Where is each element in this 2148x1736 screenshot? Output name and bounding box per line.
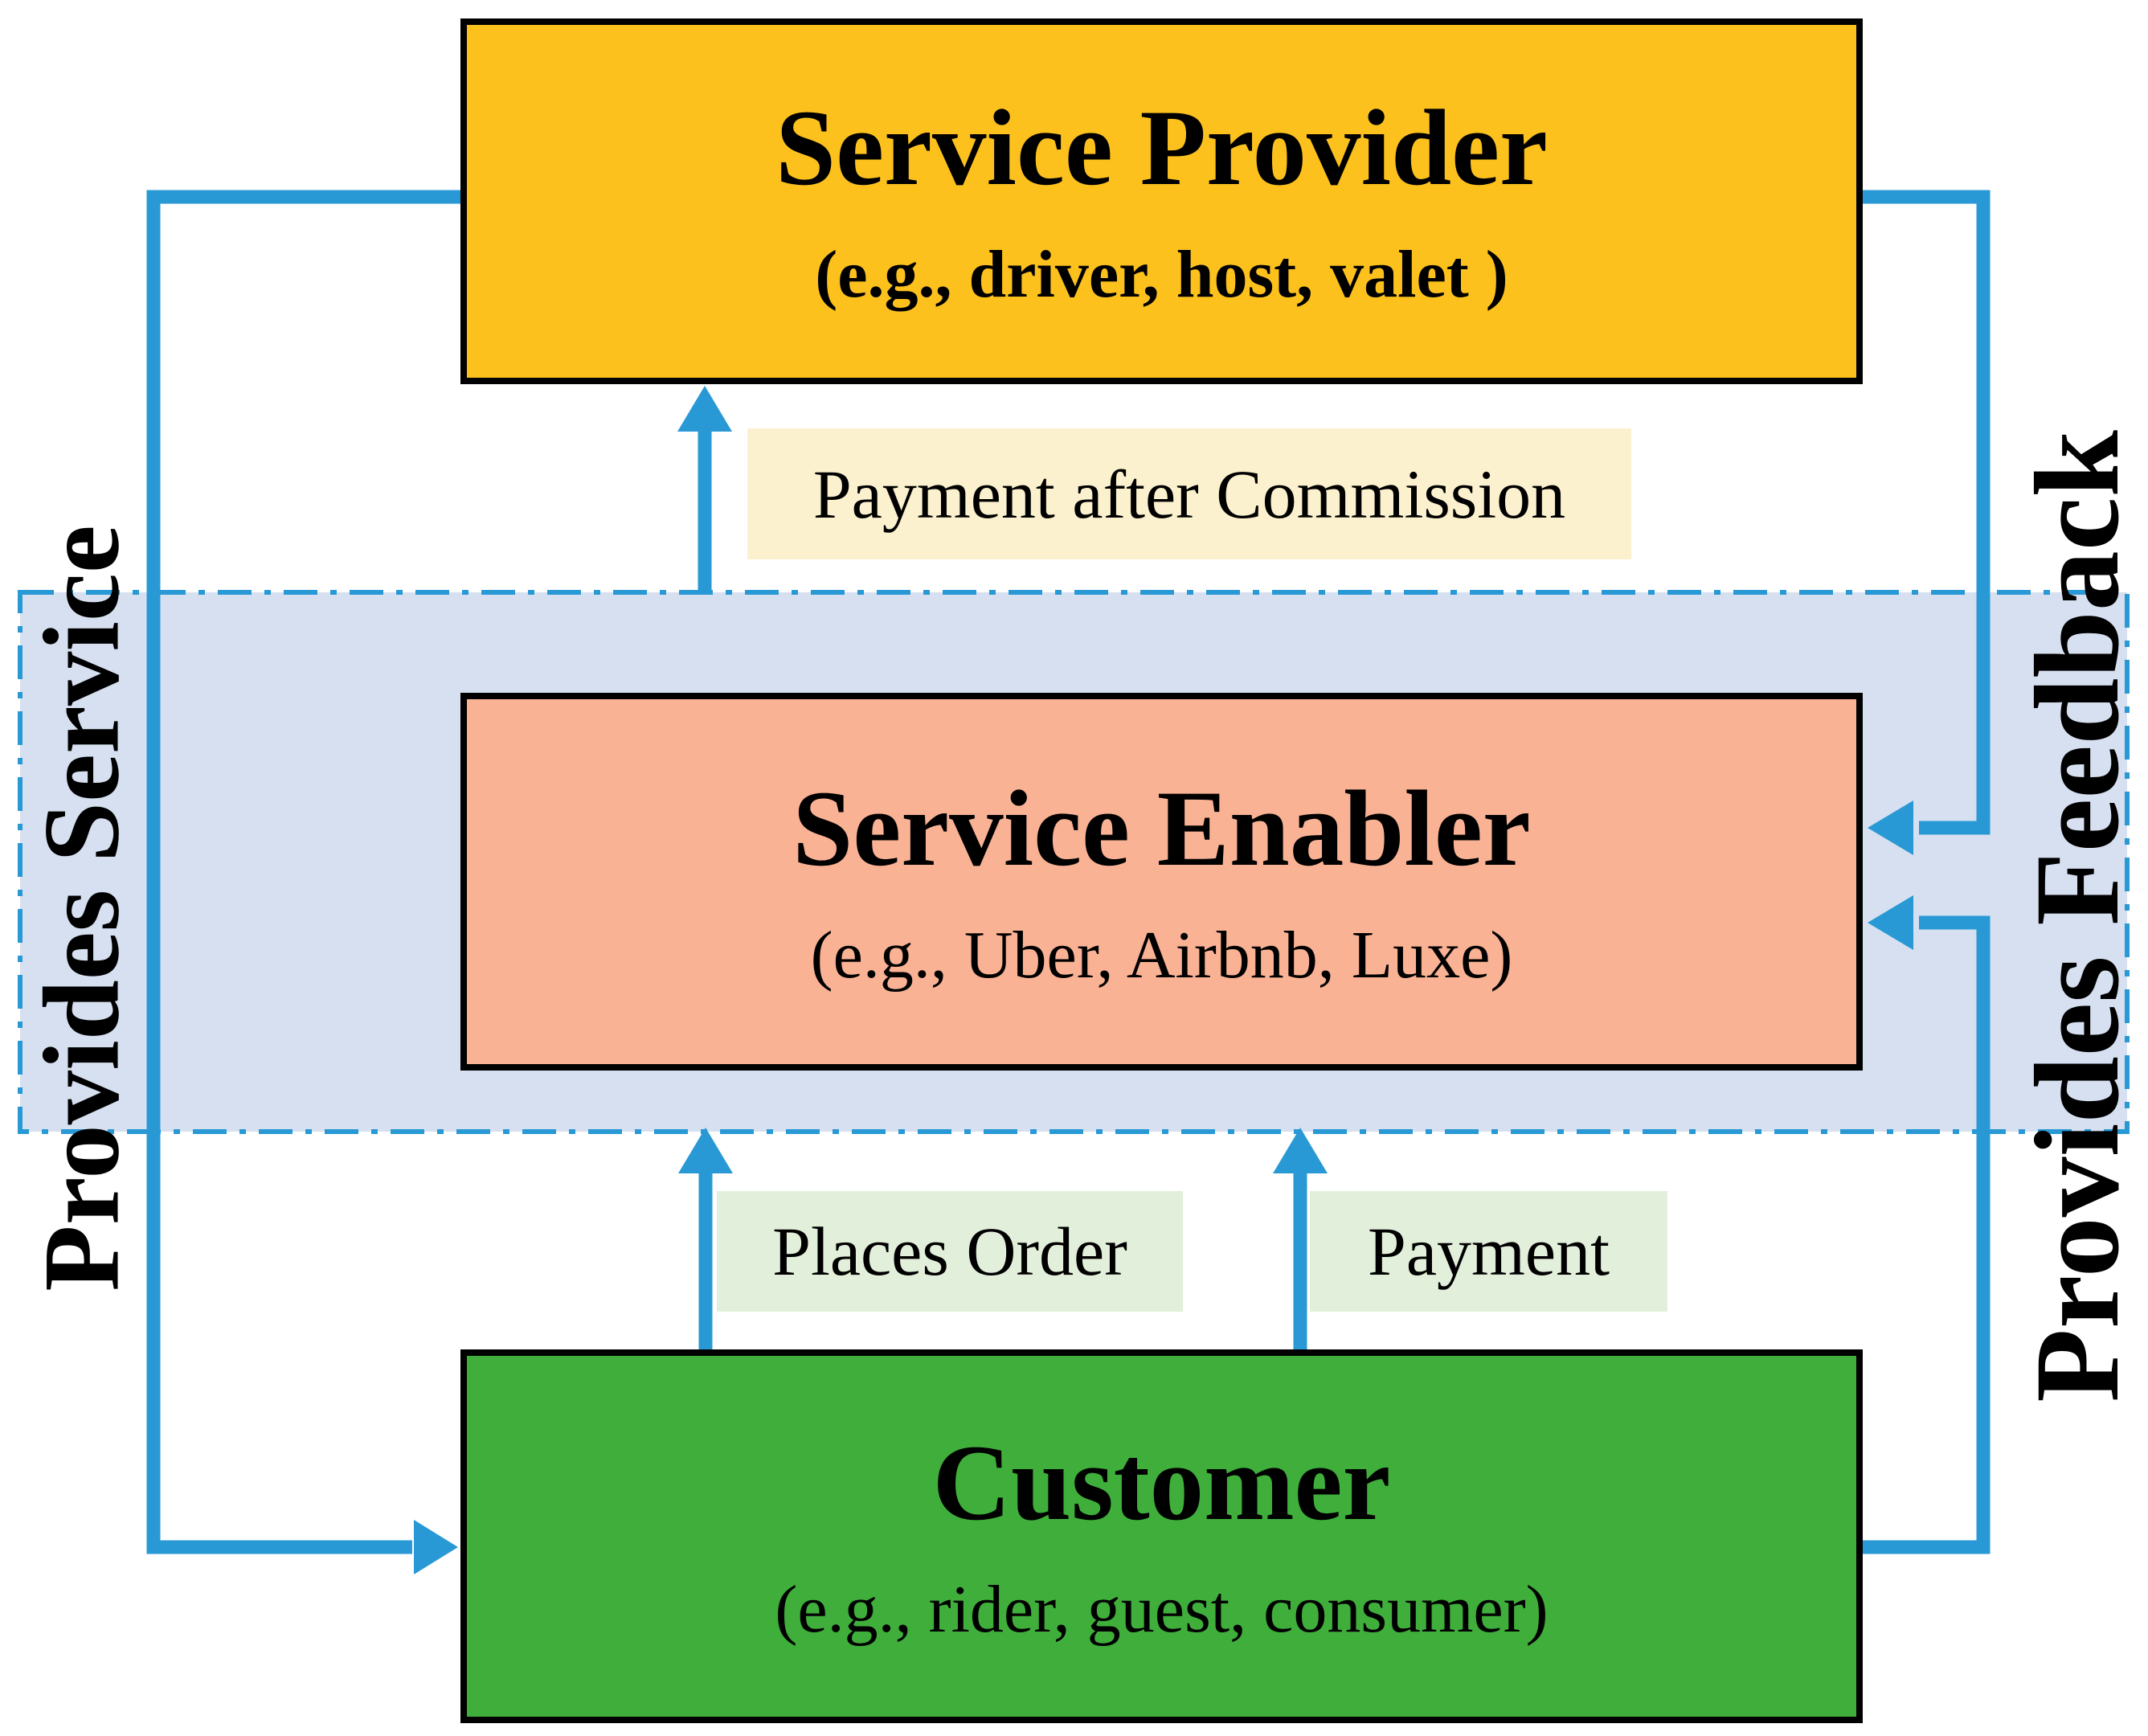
provides-service-arrowhead: [414, 1520, 458, 1574]
service-provider-box: Service Provider (e.g., driver, host, va…: [460, 18, 1863, 384]
customer-subtitle: (e.g., rider, guest, consumer): [775, 1572, 1549, 1647]
customer-feedback-arrow-line: [1863, 915, 1990, 1554]
payment-text: Payment: [1368, 1213, 1610, 1290]
customer-feedback-arrowhead: [1868, 895, 1913, 950]
service-enabler-subtitle: (e.g., Uber, Airbnb, Luxe): [810, 917, 1513, 993]
places-order-text: Places Order: [772, 1213, 1127, 1290]
places-order-label: Places Order: [717, 1191, 1183, 1312]
payment-arrowhead: [1273, 1128, 1328, 1173]
customer-box: Customer (e.g., rider, guest, consumer): [460, 1349, 1863, 1723]
payment-after-commission-label: Payment after Commission: [747, 428, 1631, 559]
service-enabler-title: Service Enabler: [792, 768, 1531, 889]
payment-after-commission-text: Payment after Commission: [812, 455, 1566, 533]
payment-after-commission-arrowhead: [677, 386, 732, 432]
customer-title: Customer: [932, 1423, 1391, 1543]
provides-service-label: Provides Service: [22, 525, 142, 1292]
provider-feedback-arrow-line: [1863, 190, 1990, 835]
payment-label: Payment: [1310, 1191, 1667, 1312]
provider-feedback-arrowhead: [1868, 800, 1913, 855]
service-provider-title: Service Provider: [775, 88, 1548, 208]
places-order-arrowhead: [678, 1128, 733, 1173]
provides-service-arrow-line: [146, 190, 460, 1554]
service-provider-subtitle: (e.g., driver, host, valet ): [815, 237, 1508, 312]
provides-feedback-label: Provides Feedback: [2011, 430, 2144, 1402]
service-enabler-box: Service Enabler (e.g., Uber, Airbnb, Lux…: [460, 693, 1863, 1071]
